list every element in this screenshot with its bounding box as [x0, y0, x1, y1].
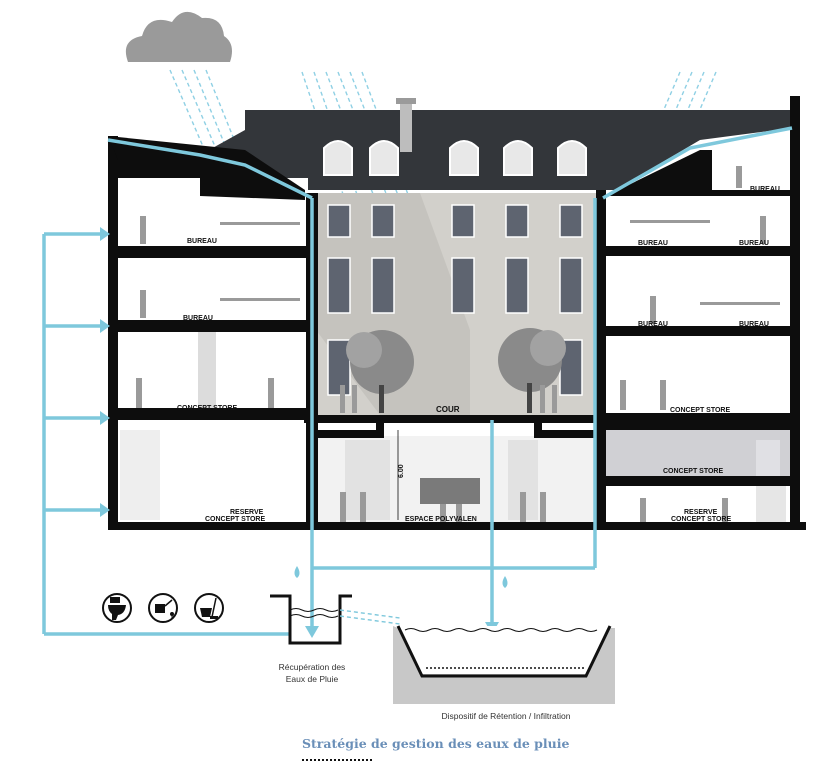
label-concept-store: CONCEPT STORE: [670, 407, 730, 414]
structure: [108, 96, 806, 530]
label-bureau: BUREAU: [183, 315, 213, 322]
label-reserve-concept-store: CONCEPT STORE: [671, 516, 731, 523]
mop-bucket-icon: [194, 593, 224, 623]
toilet-icon: [102, 593, 132, 623]
cloud-icon: [125, 11, 232, 62]
dormer-windows: [323, 140, 587, 176]
interior-figures: [136, 166, 780, 522]
label-bureau: BUREAU: [187, 238, 217, 245]
left-wing: [118, 178, 308, 522]
label-concept-store: CONCEPT STORE: [663, 468, 723, 475]
label-bureau: BUREAU: [638, 321, 668, 328]
label-bureau: BUREAU: [739, 240, 769, 247]
watering-can-icon: [148, 593, 178, 623]
height-dimension: 6.00: [398, 464, 405, 478]
label-reserve-concept-store: CONCEPT STORE: [205, 516, 265, 523]
courtyard-trees: [346, 328, 566, 413]
caption-recuperation-line1: Récupération des: [279, 662, 346, 672]
caption-retention: Dispositif de Rétention / Infiltration: [442, 711, 571, 721]
label-bureau: BUREAU: [739, 321, 769, 328]
water-network: [42, 126, 793, 636]
diagram-title: Stratégie de gestion des eaux de pluie: [302, 736, 569, 751]
label-concept-store: CONCEPT STORE: [177, 405, 237, 412]
label-cour: COUR: [436, 405, 460, 414]
label-reserve: RESERVE: [230, 509, 264, 516]
water-arrows: [100, 227, 499, 638]
caption-recuperation-line2: Eaux de Pluie: [286, 674, 339, 684]
label-bureau: BUREAU: [750, 186, 780, 193]
recovery-tank: [270, 594, 401, 645]
label-espace-polyvalent: ESPACE POLYVALEN: [405, 516, 477, 523]
label-bureau: BUREAU: [638, 240, 668, 247]
label-reserve: RESERVE: [684, 509, 718, 516]
room-labels: BUREAU BUREAU CONCEPT STORE RESERVE CONC…: [177, 186, 780, 523]
retention-basin: [393, 625, 615, 704]
right-wing: [604, 150, 796, 522]
